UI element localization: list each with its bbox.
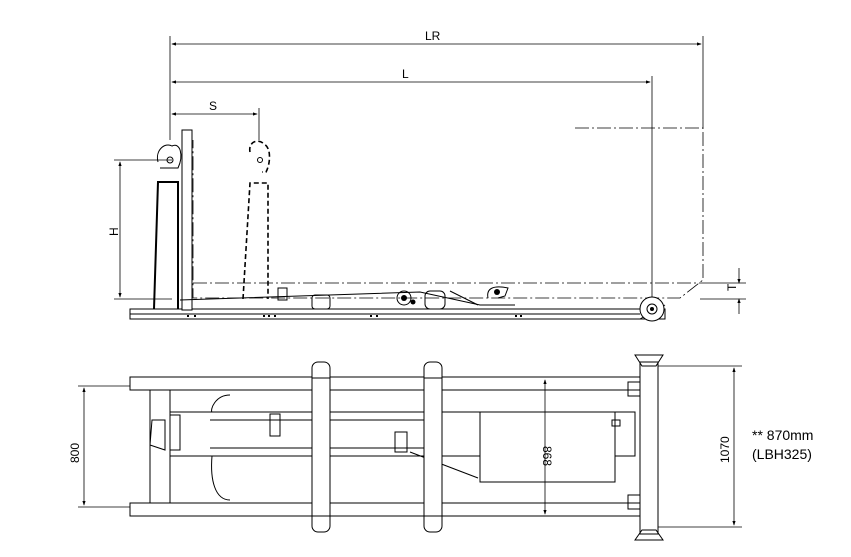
rear-roller — [639, 296, 666, 322]
dimension-t: T — [700, 268, 746, 314]
frame-bolts — [187, 315, 522, 317]
dimension-s: S — [171, 99, 260, 140]
dimension-1070: 1070 — [658, 365, 742, 528]
dimension-lr: LR — [169, 29, 704, 140]
tilt-mechanism — [179, 286, 515, 310]
dimension-l: L — [171, 67, 653, 298]
dimension-label-800: 800 — [68, 443, 82, 463]
frame-crossmembers — [311, 361, 443, 533]
dimension-h: H — [107, 159, 172, 300]
dimension-label-868: 868 — [540, 446, 554, 466]
hook-arm-extended — [242, 140, 271, 300]
rear-rollers — [611, 354, 664, 541]
dimension-800: 800 — [68, 385, 130, 508]
dimension-label-h: H — [107, 227, 121, 236]
container-outline — [192, 127, 704, 299]
dimension-label-s: S — [209, 99, 217, 113]
dimension-868: 868 — [540, 379, 554, 515]
dimension-label-lr: LR — [425, 29, 441, 43]
dimension-label-l: L — [402, 67, 409, 81]
note-line-2: (LBH325) — [752, 446, 812, 462]
side-view: LR L S H T — [107, 29, 746, 322]
hook-arm-retracted — [153, 129, 193, 311]
note-line-1: ** 870mm — [752, 427, 813, 443]
dimension-label-1070: 1070 — [718, 436, 732, 463]
frame-rail-top — [129, 376, 651, 391]
frame-rail-bottom — [129, 502, 651, 517]
top-view: 800 868 — [68, 354, 813, 541]
dimension-label-t: T — [725, 283, 739, 291]
